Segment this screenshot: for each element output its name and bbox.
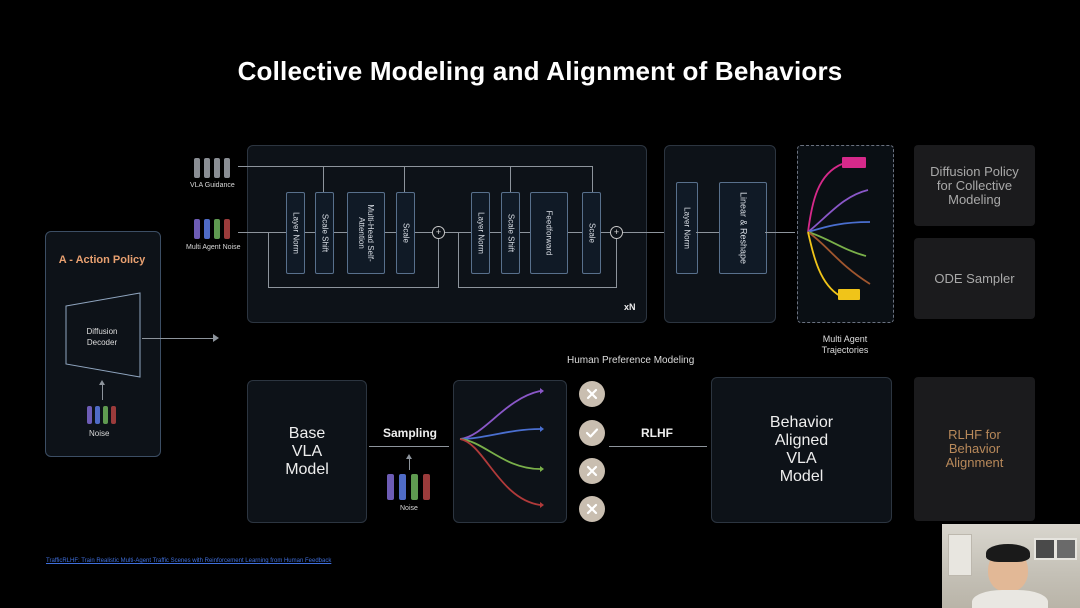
vla-guidance-tokens xyxy=(194,158,234,180)
layer-norm-block-1: Layer Norm xyxy=(286,192,305,274)
x-icon xyxy=(579,458,605,484)
scale-shift-block-2: Scale Shift xyxy=(501,192,520,274)
scale-block-2: Scale xyxy=(582,192,601,274)
x-icon xyxy=(579,381,605,407)
action-noise-tokens xyxy=(87,406,119,424)
base-vla-model-label: Base VLA Model xyxy=(285,424,329,478)
diffusion-decoder-label: Diffusion Decoder xyxy=(86,327,118,347)
action-policy-title: A - Action Policy xyxy=(58,254,146,266)
feedforward-block: Feedforward xyxy=(530,192,568,274)
diffusion-decoder-shape xyxy=(65,292,141,378)
multi-agent-noise-tokens xyxy=(194,219,234,241)
linear-reshape-block: Linear & Reshape xyxy=(719,182,767,274)
aligned-model-panel: Behavior Aligned VLA Model xyxy=(711,377,892,523)
check-icon xyxy=(579,420,605,446)
base-vla-model-panel: Base VLA Model xyxy=(247,380,367,523)
vla-guidance-label: VLA Guidance xyxy=(190,182,235,189)
ode-sampler-label: ODE Sampler xyxy=(914,238,1035,319)
transformer-panel xyxy=(247,145,647,323)
output-layer-norm: Layer Norm xyxy=(676,182,698,274)
scale-block-1: Scale xyxy=(396,192,415,274)
x-icon xyxy=(579,496,605,522)
multi-agent-trajectory-graphic xyxy=(807,157,871,300)
diffusion-policy-label: Diffusion Policy for Collective Modeling xyxy=(914,145,1035,226)
reference-link[interactable]: TrafficRLHF: Train Realistic Multi-Agent… xyxy=(46,558,332,564)
trajectory-panel xyxy=(797,145,894,323)
sampled-trajectories-graphic xyxy=(459,388,544,508)
page-title: Collective Modeling and Alignment of Beh… xyxy=(237,56,843,86)
multi-agent-noise-label: Multi Agent Noise xyxy=(186,244,241,251)
scale-shift-block-1: Scale Shift xyxy=(315,192,334,274)
sampling-label: Sampling xyxy=(383,426,438,440)
sampling-noise-tokens xyxy=(387,474,433,500)
sampling-noise-label: Noise xyxy=(400,505,418,512)
layer-norm-block-2: Layer Norm xyxy=(471,192,490,274)
self-attention-block: Multi-Head Self-Attention xyxy=(347,192,385,274)
preference-title: Human Preference Modeling xyxy=(567,355,695,366)
residual-add-2: + xyxy=(610,226,623,239)
aligned-model-label: Behavior Aligned VLA Model xyxy=(769,414,834,485)
action-noise-label: Noise xyxy=(89,429,110,438)
repeat-label: xN xyxy=(624,302,636,312)
trajectories-label: Multi Agent Trajectories xyxy=(821,334,869,355)
presenter-video xyxy=(942,524,1080,608)
sampled-trajectories-panel xyxy=(453,380,567,523)
rlhf-alignment-label: RLHF for Behavior Alignment xyxy=(914,377,1035,521)
residual-add-1: + xyxy=(432,226,445,239)
rlhf-label: RLHF xyxy=(641,426,673,440)
